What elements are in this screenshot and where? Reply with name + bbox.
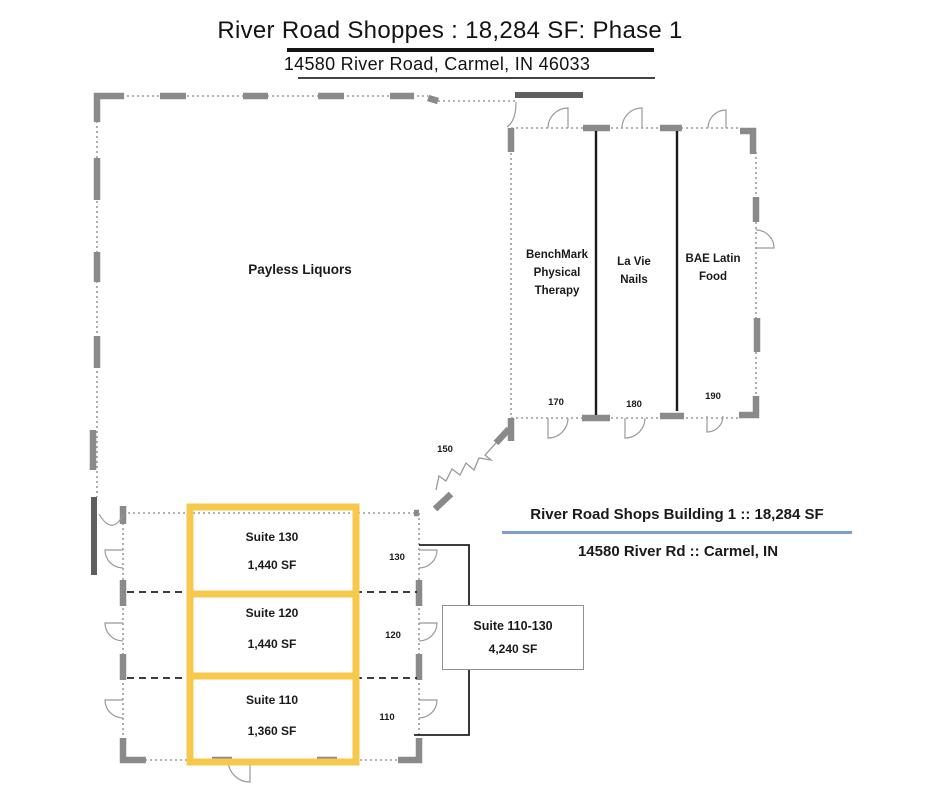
tenant-name-line: La Vie	[617, 256, 651, 268]
unit-number-190: 190	[705, 391, 721, 402]
tenant-name-line: BAE Latin	[685, 253, 741, 265]
tenant-name-line: Physical	[533, 267, 581, 279]
suite-130-area: 1,440 SF	[247, 558, 297, 572]
door-arcs	[98, 101, 775, 783]
perimeter-walls	[96, 95, 757, 761]
suite-110-area: 1,360 SF	[247, 724, 297, 738]
combined-suite-name: Suite 110-130	[473, 619, 553, 633]
suite-120-area: 1,440 SF	[247, 637, 297, 651]
subtitle-underline	[298, 77, 655, 79]
page-title: River Road Shoppes : 18,284 SF: Phase 1	[217, 17, 683, 44]
combined-suite-area: 4,240 SF	[488, 642, 538, 656]
wall-segments	[89, 92, 761, 764]
unit-number-130: 130	[389, 552, 405, 563]
tenant-name-line: Therapy	[534, 285, 580, 297]
jagged-break-wall	[435, 442, 497, 491]
page-subtitle: 14580 River Road, Carmel, IN 46033	[283, 54, 591, 74]
building-info-line1: River Road Shops Building 1 :: 18,284 SF	[530, 506, 824, 523]
suite-130-highlight	[186, 503, 360, 598]
unit-number-120: 120	[385, 630, 401, 641]
title-underline	[287, 48, 654, 52]
suite-130-name: Suite 130	[245, 530, 299, 544]
suite-110-name: Suite 110	[245, 693, 299, 707]
tenant-name-line: Food	[698, 271, 728, 283]
combined-suite-callout: Suite 110-130 4,240 SF	[442, 605, 584, 670]
suite-110-highlight	[186, 672, 360, 766]
unit-number-110: 110	[379, 712, 395, 723]
tenant-name-line: Nails	[620, 274, 648, 286]
suite-separation-dashed-lines	[127, 591, 417, 679]
tenant-demising-walls	[594, 131, 679, 415]
tenant-label-la-vie-nails: La Vie Nails	[617, 253, 651, 289]
suite-120-name: Suite 120	[245, 606, 299, 620]
tenant-name-line: BenchMark	[526, 249, 588, 261]
unit-number-180: 180	[626, 399, 642, 410]
tenant-label-bae-latin-food: BAE Latin Food	[686, 250, 741, 286]
unit-number-170: 170	[548, 397, 564, 408]
unit-number-150: 150	[437, 444, 453, 455]
building-info-line2: 14580 River Rd :: Carmel, IN	[577, 543, 779, 560]
building-info-underline	[502, 531, 852, 534]
tenant-label-benchmark: BenchMark Physical Therapy	[526, 246, 588, 300]
tenant-label-payless-liquors: Payless Liquors	[248, 262, 352, 277]
highlight-boxes	[186, 503, 360, 766]
solid-wall-bars	[91, 92, 583, 575]
